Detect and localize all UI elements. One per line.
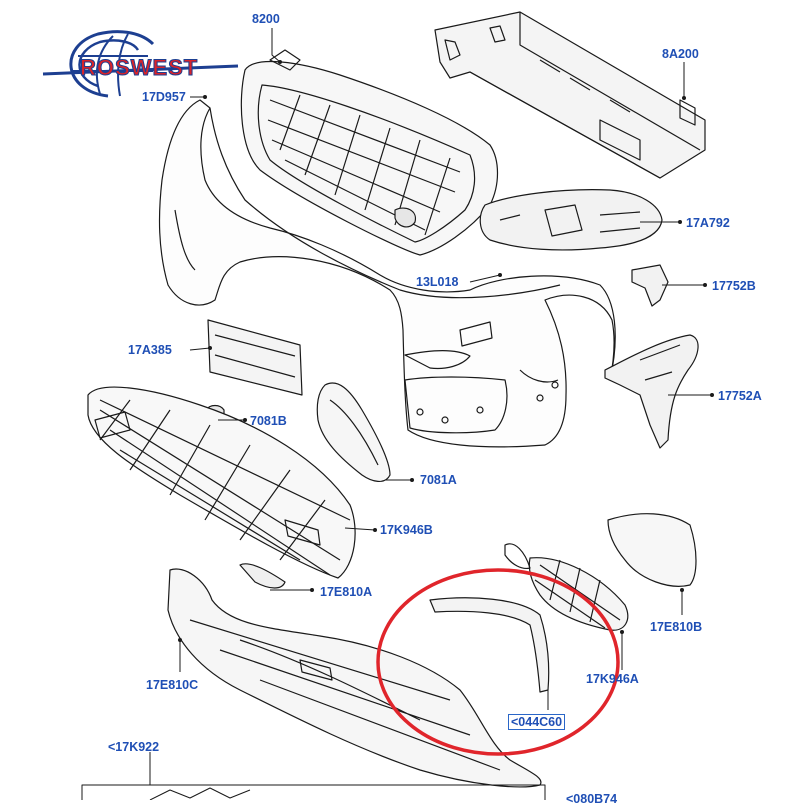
bracket-17752a (604, 334, 699, 449)
trim-strip (429, 597, 550, 693)
label-17e810b: 17E810B (650, 620, 703, 634)
leader-dots (178, 60, 714, 642)
lower-grille (87, 386, 356, 579)
label-17d957: 17D957 (142, 90, 186, 104)
label-8200: 8200 (252, 12, 280, 26)
label-7081a: 7081A (420, 473, 457, 487)
bumper-cover (158, 99, 616, 448)
cover-17e810a (239, 563, 286, 589)
brand-logo-text: ROSWEST (79, 55, 199, 80)
bracket-17752b (631, 264, 669, 307)
side-trim-17e810b (607, 513, 697, 587)
globe-icon (42, 30, 239, 98)
undertray (167, 568, 542, 788)
label-17k922: <17K922 (108, 740, 160, 754)
label-17k946a: 17K946A (586, 672, 639, 686)
licence-plate-bracket (207, 319, 303, 396)
brand-logo: ROSWEST (38, 26, 253, 106)
label-17e810c: 17E810C (146, 678, 199, 692)
label-044c60: <044C60 (508, 714, 566, 730)
upper-grille (240, 49, 499, 256)
leader-lines (81, 28, 712, 800)
label-17752a: 17752A (718, 389, 762, 403)
bottom-detail (149, 787, 251, 800)
fog-lamp-trim (316, 382, 391, 482)
label-17k946b: 17K946B (380, 523, 433, 537)
reinforcement-beam (434, 11, 706, 179)
bracket-17a792 (479, 189, 663, 251)
label-8a200: 8A200 (662, 47, 699, 61)
highlight-circle (376, 568, 620, 756)
label-7081b: 7081B (250, 414, 287, 428)
label-080b74: <080B74 (566, 792, 618, 806)
label-17e810a: 17E810A (320, 585, 373, 599)
label-17a385: 17A385 (128, 343, 172, 357)
label-17752b: 17752B (712, 279, 756, 293)
label-17a792: 17A792 (686, 216, 730, 230)
label-13l018: 13L018 (416, 275, 459, 289)
